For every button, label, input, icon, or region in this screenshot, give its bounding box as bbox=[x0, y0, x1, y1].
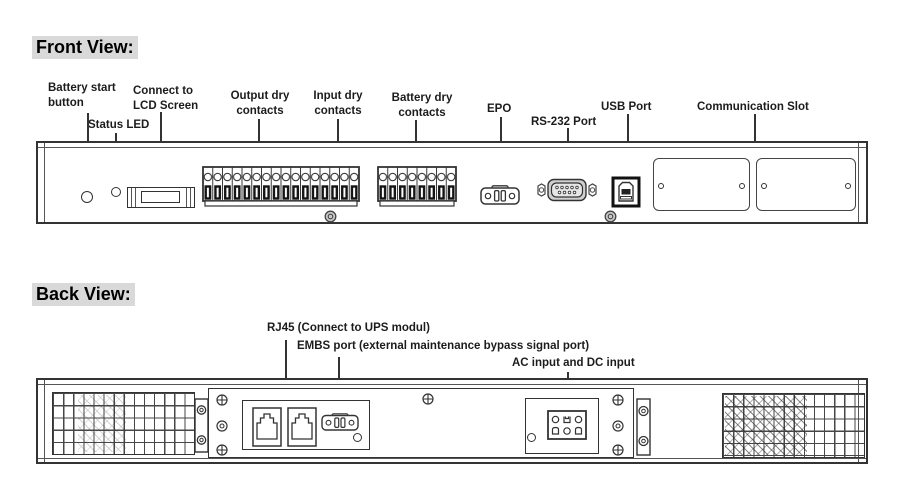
usb-port[interactable] bbox=[611, 176, 641, 208]
screw-icon bbox=[422, 393, 434, 405]
vent-grille-left bbox=[52, 392, 195, 455]
front-view-title: Front View: bbox=[32, 36, 138, 59]
status-led bbox=[111, 187, 121, 197]
ac-dc-input-connector[interactable] bbox=[547, 410, 587, 440]
label-battery-dry-contacts: Battery dry contacts bbox=[391, 92, 453, 119]
leader-line bbox=[415, 120, 417, 158]
label-rj45: RJ45 (Connect to UPS modul) bbox=[267, 322, 430, 334]
screw-icon bbox=[604, 210, 617, 223]
lcd-connector-socket bbox=[141, 191, 180, 203]
leader-line bbox=[337, 119, 339, 158]
chassis-top-inner-line bbox=[38, 384, 866, 385]
label-input-dry-contacts: Input dry contacts bbox=[313, 90, 363, 117]
vent-grille-fan bbox=[722, 393, 865, 458]
screw-icon bbox=[216, 394, 228, 406]
vent-texture bbox=[78, 395, 127, 452]
label-rs232-port: RS-232 Port bbox=[531, 116, 597, 128]
embs-port-connector[interactable] bbox=[321, 413, 359, 431]
fan-blades-texture bbox=[725, 396, 807, 455]
label-battery-start-button: Battery start button bbox=[48, 82, 116, 109]
label-ac-dc-input: AC input and DC input bbox=[512, 357, 635, 369]
chassis-left-ear-line bbox=[44, 143, 45, 222]
communication-slot-1[interactable] bbox=[653, 158, 750, 211]
grommet-icon bbox=[612, 420, 624, 432]
chassis-bottom-inner-line bbox=[38, 458, 866, 459]
label-epo: EPO bbox=[487, 103, 512, 115]
screw-icon bbox=[612, 444, 624, 456]
label-communication-slot: Communication Slot bbox=[697, 101, 809, 113]
lcd-stripe bbox=[190, 188, 191, 207]
label-usb-port: USB Port bbox=[601, 101, 652, 113]
lcd-connector[interactable] bbox=[127, 187, 195, 208]
panel-hole bbox=[353, 433, 362, 442]
lcd-stripe bbox=[131, 188, 132, 207]
rj45-port-2[interactable] bbox=[287, 407, 317, 447]
leader-line bbox=[258, 119, 260, 158]
back-view-title: Back View: bbox=[32, 283, 135, 306]
chassis-right-ear-line bbox=[858, 143, 859, 222]
panel-hole bbox=[527, 433, 536, 442]
leader-line bbox=[754, 114, 756, 152]
screw-icon bbox=[324, 210, 337, 223]
label-embs-port: EMBS port (external maintenance bypass s… bbox=[297, 340, 590, 352]
communication-slot-2[interactable] bbox=[756, 158, 856, 211]
battery-start-button[interactable] bbox=[81, 191, 93, 203]
grommet-icon bbox=[216, 420, 228, 432]
screw-icon bbox=[739, 183, 745, 189]
lcd-stripe bbox=[186, 188, 187, 207]
screw-icon bbox=[216, 444, 228, 456]
rj45-port-1[interactable] bbox=[252, 407, 282, 447]
label-connect-lcd: Connect to LCD Screen bbox=[133, 85, 199, 112]
leader-line bbox=[285, 340, 287, 392]
mounting-bracket-left bbox=[194, 398, 209, 453]
epo-connector[interactable] bbox=[480, 185, 520, 205]
screw-icon bbox=[845, 183, 851, 189]
label-status-led: Status LED bbox=[88, 119, 150, 131]
screw-icon bbox=[761, 183, 767, 189]
dry-contact-terminal-block-16[interactable] bbox=[202, 165, 360, 208]
lcd-stripe bbox=[135, 188, 136, 207]
label-output-dry-contacts: Output dry contacts bbox=[230, 90, 290, 117]
screw-icon bbox=[658, 183, 664, 189]
mounting-bracket-right bbox=[636, 398, 651, 456]
chassis-left-ear-line bbox=[44, 380, 45, 462]
screw-icon bbox=[612, 394, 624, 406]
chassis-top-inner-line bbox=[38, 147, 866, 148]
rs232-port[interactable] bbox=[532, 176, 602, 204]
battery-dry-contact-terminal-block-8[interactable] bbox=[377, 165, 457, 208]
